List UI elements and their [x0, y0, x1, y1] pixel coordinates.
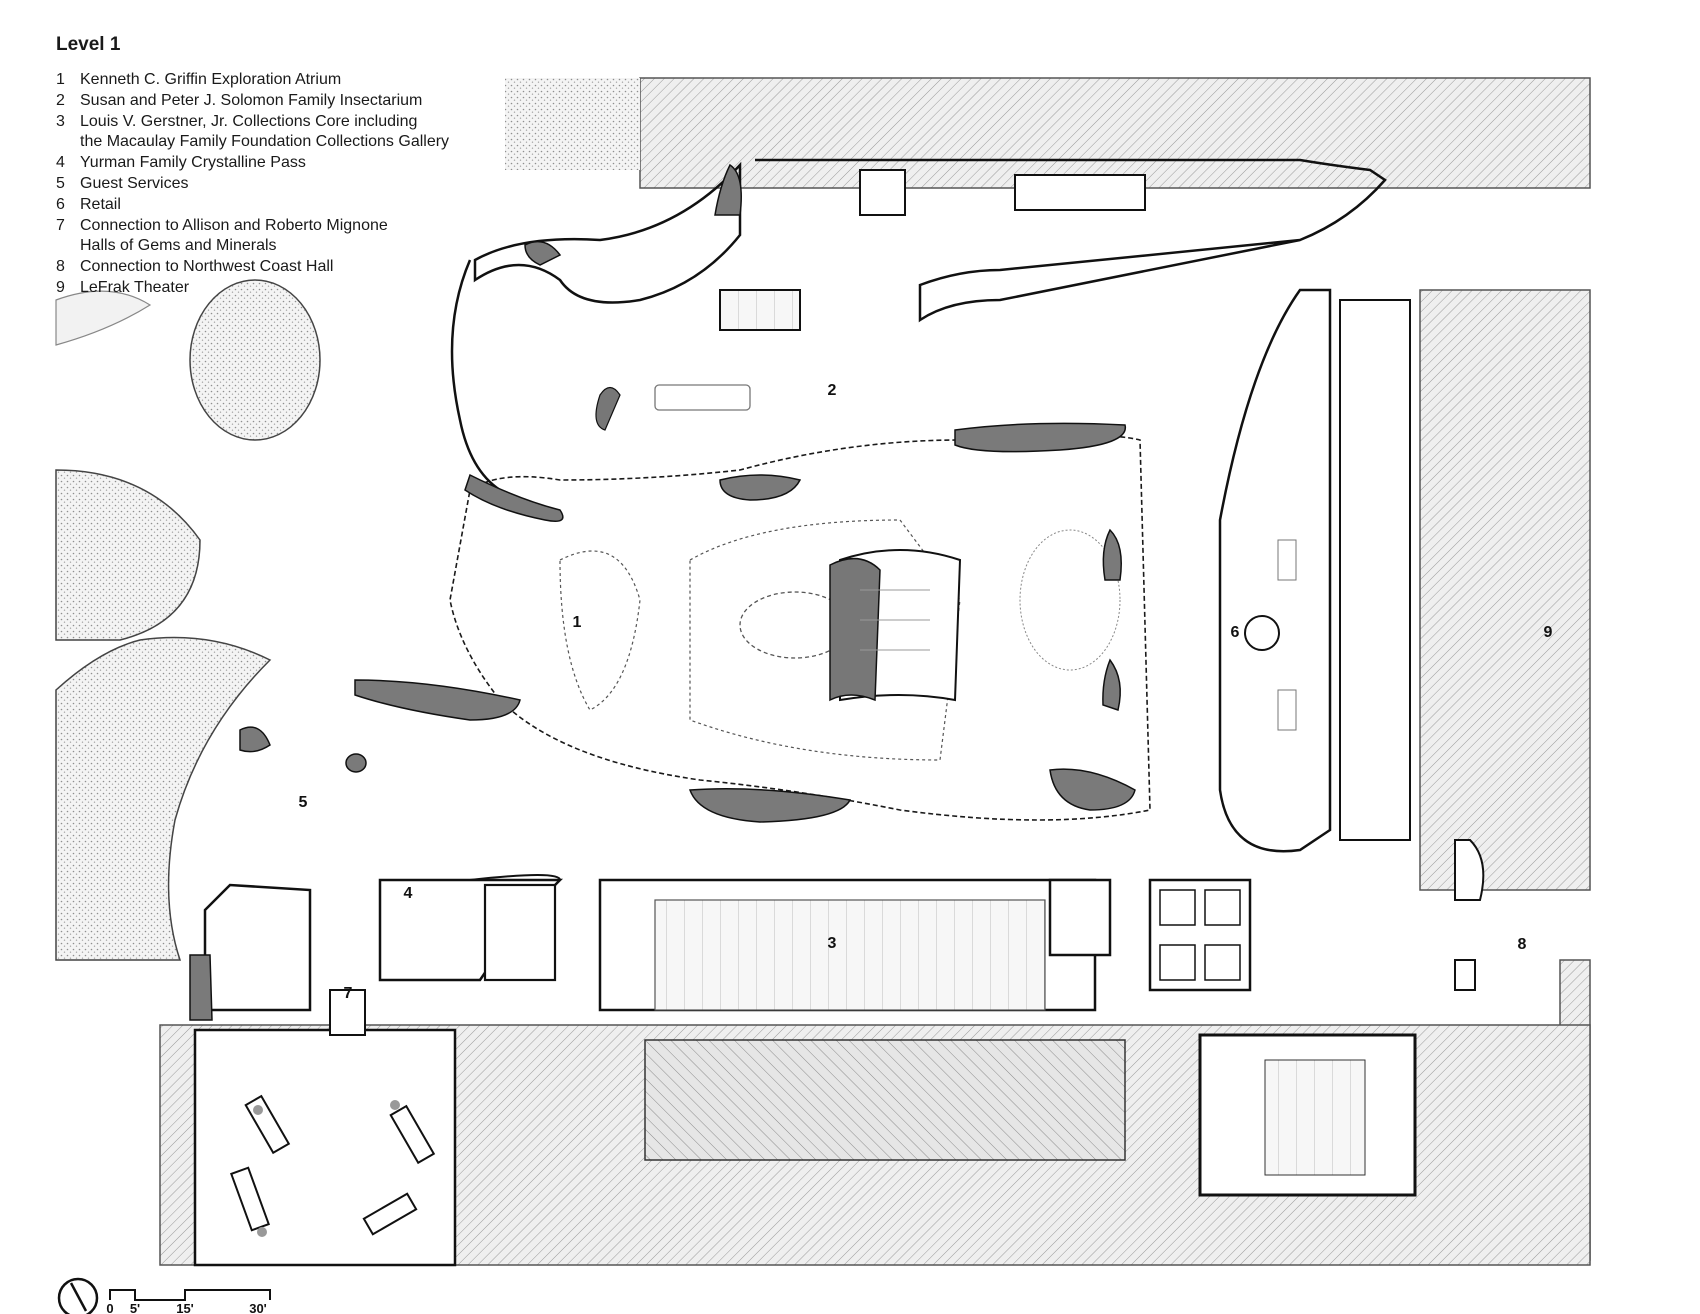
- crystalline-pass-walls: [203, 874, 564, 1036]
- insectarium-walls: [450, 158, 1387, 492]
- plan-legend: Level 1 1 Kenneth C. Griffin Exploration …: [56, 34, 526, 299]
- label-retail: 6: [1231, 624, 1240, 641]
- legend-item: 8 Connection to Northwest Coast Hall: [56, 257, 526, 278]
- gems-hall-room: [193, 1028, 457, 1267]
- legend-label: Guest Services: [80, 174, 189, 192]
- label-atrium: 1: [573, 614, 582, 631]
- legend-number: 4: [56, 154, 65, 172]
- atrium-outline: [449, 434, 1151, 821]
- label-gems-connection: 7: [344, 985, 353, 1002]
- legend-number: 1: [56, 71, 65, 88]
- legend-number: 9: [56, 278, 65, 296]
- connection-northwest-coast: [1454, 839, 1485, 991]
- legend-number: 5: [56, 174, 65, 192]
- legend-item: 2 Susan and Peter J. Solomon Family Insec…: [56, 91, 526, 112]
- label-crystalline-pass: 4: [404, 885, 413, 902]
- legend-label: Connection to Northwest Coast Hall: [80, 258, 334, 276]
- legend-number: 3: [56, 112, 65, 130]
- legend-number: 8: [56, 258, 65, 276]
- legend-label: Connection to Allison and Roberto Mignon…: [80, 216, 388, 255]
- legend-number: 7: [56, 216, 65, 234]
- legend-item: 5 Guest Services: [56, 174, 526, 195]
- collections-core: [598, 878, 1252, 1012]
- legend-item: 7 Connection to Allison and Roberto Migno…: [56, 216, 526, 258]
- scale-tick-15: 15': [176, 1301, 194, 1314]
- north-arrow-icon: [57, 1277, 99, 1314]
- label-insectarium: 2: [828, 382, 837, 399]
- scale-tick-5: 5': [130, 1301, 140, 1314]
- retail-shape: [1218, 288, 1411, 853]
- legend-item: 6 Retail: [56, 195, 526, 216]
- legend-item: 1 Kenneth C. Griffin Exploration Atrium: [56, 70, 526, 91]
- legend-label: Kenneth C. Griffin Exploration Atrium: [80, 71, 342, 88]
- legend-label: Retail: [80, 195, 121, 213]
- label-guest-services: 5: [299, 794, 308, 811]
- legend-item: 4 Yurman Family Crystalline Pass: [56, 153, 526, 174]
- legend-label: Louis V. Gerstner, Jr. Collections Core …: [80, 112, 450, 151]
- legend-label: Susan and Peter J. Solomon Family Insect…: [80, 91, 423, 109]
- columns: [189, 163, 1136, 1021]
- legend-list: 1 Kenneth C. Griffin Exploration Atrium 2…: [56, 70, 526, 299]
- legend-label: Yurman Family Crystalline Pass: [80, 154, 306, 172]
- plan-title: Level 1: [56, 34, 121, 55]
- area-labels: 1 2 3 4 5 6 7 8 9: [299, 382, 1553, 1002]
- scale-tick-30: 30': [249, 1301, 267, 1314]
- label-collections-core: 3: [828, 935, 837, 952]
- legend-label: LeFrak Theater: [80, 278, 190, 296]
- legend-number: 2: [56, 91, 65, 109]
- legend-number: 6: [56, 195, 65, 213]
- label-northwest-connection: 8: [1518, 936, 1527, 953]
- planting-areas: [55, 279, 321, 961]
- existing-building-north: [505, 77, 1591, 189]
- label-lefrak-theater: 9: [1544, 624, 1553, 641]
- scale-bar: 0 5' 15' 30': [106, 1289, 271, 1314]
- legend-item: 3 Louis V. Gerstner, Jr. Collections Core…: [56, 112, 526, 154]
- legend-item: 9 LeFrak Theater: [56, 278, 526, 299]
- scale-tick-0: 0: [106, 1301, 113, 1314]
